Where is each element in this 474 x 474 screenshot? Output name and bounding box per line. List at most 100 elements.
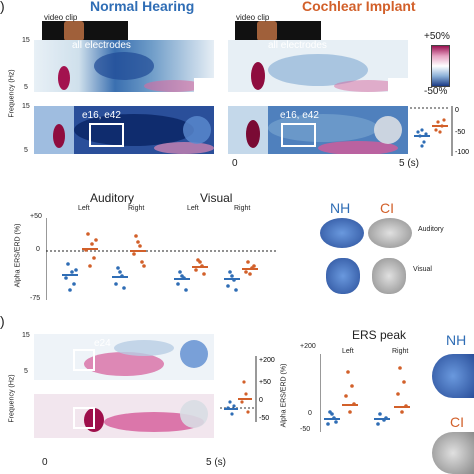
head-model-icon-nh xyxy=(183,116,211,144)
spectrogram-b-ci xyxy=(34,394,214,438)
visual-right-ci-points xyxy=(242,260,258,276)
freq-axis-label-b: Frequency (Hz) xyxy=(8,374,16,423)
ers-erd-scatter-a xyxy=(46,218,276,300)
row2-label-ci: e16, e42 xyxy=(280,110,319,121)
visual-right-nh-points xyxy=(224,270,240,292)
spectrogram-ci-all: all electrodes xyxy=(228,40,408,92)
roi-box-ci xyxy=(281,123,316,147)
brain-nh-auditory xyxy=(320,218,364,248)
ers-right-nh-points xyxy=(374,412,390,426)
auditory-right-ci-points xyxy=(130,234,146,268)
side-scatter-b: +200 +50 0 -50 xyxy=(220,356,275,422)
brain-nh-visual xyxy=(326,258,360,294)
ylabel-b: Alpha ERS/ERD (%) xyxy=(280,363,288,428)
panel-a-marker: ) xyxy=(0,0,5,14)
ers-peak-title: ERS peak xyxy=(352,328,407,342)
freq-tick-5-b: 5 xyxy=(24,368,28,375)
electrode-label-b: e24 xyxy=(94,338,111,349)
side-scatter-b-ci-points xyxy=(238,380,252,414)
side-tick-100: -100 xyxy=(455,149,469,156)
video-clip-label-ci: video clip xyxy=(236,13,270,22)
time-tick-5-a: 5 (s) xyxy=(399,158,419,169)
brain-visual-label: Visual xyxy=(413,266,432,273)
row1-label-nh: all electrodes xyxy=(72,40,131,51)
side-tick-b-minus50: -50 xyxy=(259,415,269,422)
freq-tick-5-row1: 5 xyxy=(24,84,28,91)
roi-box-nh xyxy=(89,123,124,147)
brain-ci-visual xyxy=(372,258,406,294)
colorbar-bottom-label: -50% xyxy=(424,86,448,97)
auditory-left-nh-points xyxy=(62,262,78,292)
brain-ci-b xyxy=(432,432,474,474)
video-clip-bar-ci xyxy=(235,21,321,41)
auditory-left-ci-points xyxy=(82,232,98,268)
face-thumbnail-nh xyxy=(64,21,84,41)
auditory-right-nh-points xyxy=(112,266,128,290)
ytick-0-a: 0 xyxy=(36,246,40,253)
title-normal-hearing: Normal Hearing xyxy=(90,0,195,14)
side-tick-b-0: 0 xyxy=(259,397,263,404)
head-model-icon-ci xyxy=(374,116,402,144)
ers-left-nh-points xyxy=(324,410,340,426)
visual-left-label: Left xyxy=(187,205,199,212)
ytick-plus50-a: +50 xyxy=(30,213,42,220)
visual-left-nh-points xyxy=(174,270,190,292)
side-scatter-a: 0 -50 -100 xyxy=(410,106,469,156)
ers-right-label: Right xyxy=(392,348,409,355)
brain-ci-auditory xyxy=(368,218,412,248)
colorbar-top-label: +50% xyxy=(424,31,450,42)
spectrogram-nh-e16-e42: e16, e42 xyxy=(34,106,214,154)
ers-right-ci-points xyxy=(394,366,410,414)
colorbar xyxy=(431,45,450,87)
ers-peak-scatter xyxy=(320,354,410,432)
spectrogram-b-nh: e24 xyxy=(34,334,214,380)
time-tick-0-a: 0 xyxy=(232,158,238,169)
brain-label-nh-b: NH xyxy=(446,332,467,348)
row1-label-ci: all electrodes xyxy=(268,40,327,51)
freq-tick-15-row1: 15 xyxy=(22,37,30,44)
side-tick-0: 0 xyxy=(455,107,459,114)
brain-label-ci-a: CI xyxy=(380,200,394,216)
side-scatter-ci-points xyxy=(432,118,448,134)
spectrogram-ci-e16-e42: e16, e42 xyxy=(228,106,408,154)
spectrogram-nh-all: all electrodes xyxy=(34,40,214,92)
time-tick-0-b: 0 xyxy=(42,457,48,468)
side-tick-b-200: +200 xyxy=(259,357,275,364)
brain-auditory-label: Auditory xyxy=(418,226,444,233)
time-tick-5-b: 5 (s) xyxy=(206,457,226,468)
visual-left-ci-points xyxy=(192,258,208,276)
freq-axis-label-a: Frequency (Hz) xyxy=(8,69,16,118)
visual-title: Visual xyxy=(200,191,233,205)
video-clip-bar-nh xyxy=(42,21,128,41)
auditory-right-label: Right xyxy=(128,205,145,212)
video-clip-label-nh: video clip xyxy=(44,13,78,22)
roi-box-b-ci xyxy=(73,407,95,429)
ers-left-label: Left xyxy=(342,348,354,355)
brain-label-nh-a: NH xyxy=(330,200,351,216)
ytick-200-b: +200 xyxy=(300,343,316,350)
side-scatter-nh-points xyxy=(414,128,430,148)
freq-tick-15-b: 15 xyxy=(22,332,30,339)
ytick-0-b: 0 xyxy=(308,410,312,417)
visual-right-label: Right xyxy=(234,205,251,212)
roi-box-b-nh xyxy=(73,349,95,371)
side-scatter-b-nh-points xyxy=(224,400,238,416)
brain-label-ci-b: CI xyxy=(450,414,464,430)
ytick-minus75-a: -75 xyxy=(30,295,41,302)
freq-tick-5-row2: 5 xyxy=(24,147,28,154)
side-tick-b-50: +50 xyxy=(259,379,271,386)
head-model-icon-b-ci xyxy=(180,400,208,428)
auditory-left-label: Left xyxy=(78,205,90,212)
brain-nh-b xyxy=(432,354,474,398)
title-cochlear-implant: Cochlear Implant xyxy=(302,0,416,14)
ers-left-ci-points xyxy=(342,370,358,414)
side-tick-50: -50 xyxy=(455,129,465,136)
face-thumbnail-ci xyxy=(257,21,277,41)
ylabel-a: Alpha ERS/ERD (%) xyxy=(14,223,22,288)
freq-tick-15-row2: 15 xyxy=(22,103,30,110)
row2-label-nh: e16, e42 xyxy=(82,110,121,121)
ytick-minus50-b: -50 xyxy=(300,426,311,433)
head-model-icon-b-nh xyxy=(180,340,208,368)
auditory-title: Auditory xyxy=(90,191,135,205)
panel-b-marker: ) xyxy=(0,313,5,329)
